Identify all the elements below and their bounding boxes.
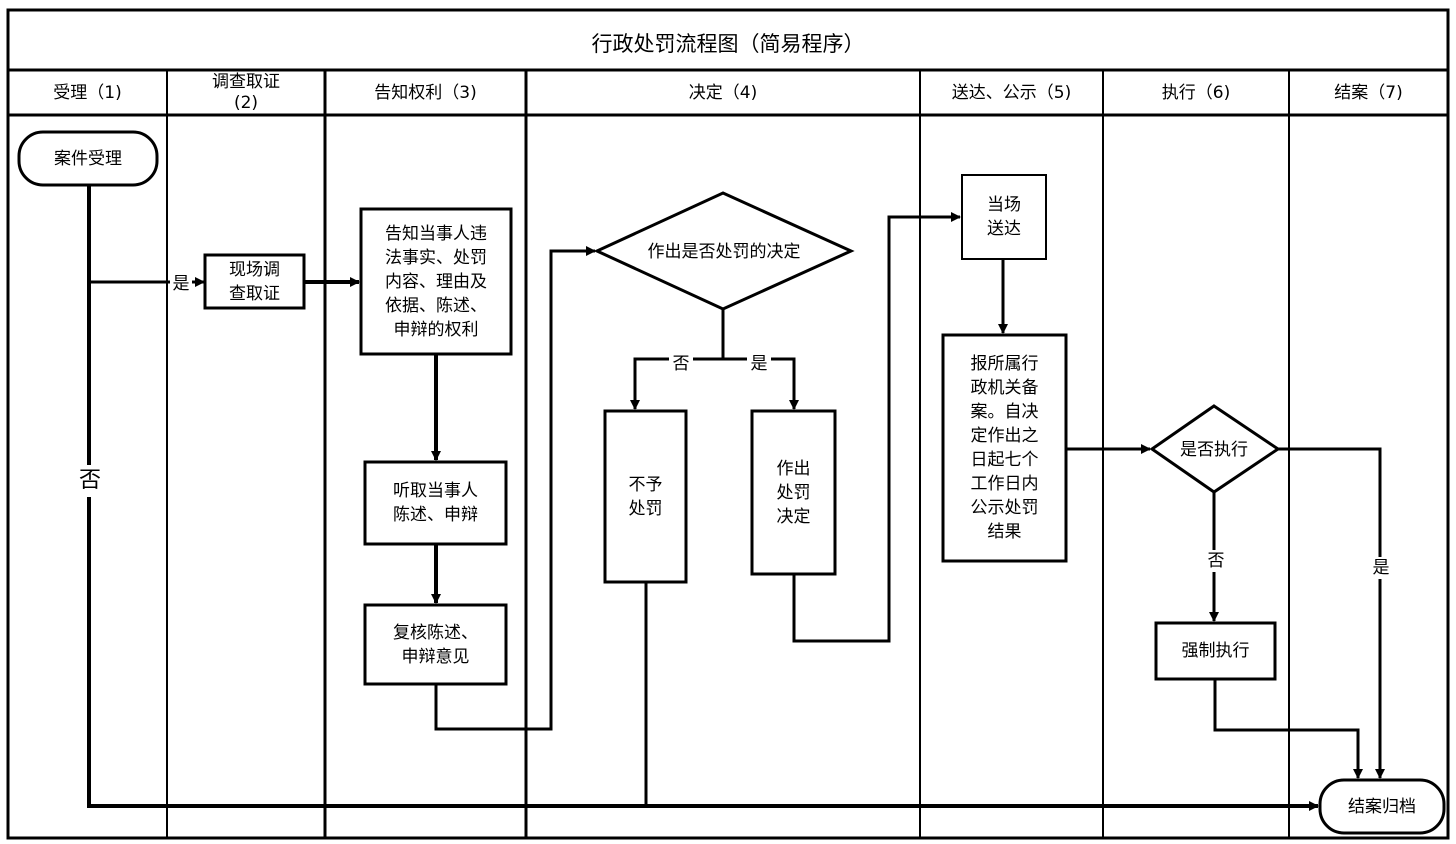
node-review[interactable]: 复核陈述、 申辩意见: [393, 622, 478, 667]
node-notify[interactable]: 告知当事人违 法事实、处罚 内容、理由及 依据、陈述、 申辩的权利: [385, 223, 487, 340]
edge-label-exec-no: 否: [1204, 550, 1228, 572]
edge-label-decide-yes: 是: [747, 354, 771, 374]
node-start[interactable]: 案件受理: [54, 148, 122, 169]
node-investigate[interactable]: 现场调 查取证: [229, 259, 280, 304]
edge-decide-no: [630, 357, 723, 410]
page-title: 行政处罚流程图（简易程序）: [591, 32, 865, 56]
lane-header-decide: 决定（4): [688, 83, 758, 103]
node-enforce[interactable]: 强制执行: [1181, 641, 1250, 661]
edge-label-start-yes: 是: [170, 274, 192, 294]
node-no-penalty[interactable]: 不予 处罚: [628, 474, 663, 519]
node-execute-q[interactable]: 是否执行: [1180, 440, 1248, 460]
lane-header-close: 结案（7): [1334, 83, 1403, 103]
edge-label-start-no: 否: [76, 465, 104, 497]
edge-label-decide-no: 否: [669, 354, 693, 374]
edge-start-down: [87, 185, 1319, 811]
node-archive[interactable]: 结案归档: [1348, 796, 1416, 817]
node-decide[interactable]: 作出是否处罚的决定: [647, 242, 801, 262]
node-penalty[interactable]: 作出 处罚 决定: [776, 458, 811, 527]
lane-header-investigate: 调查取证 (2): [212, 72, 280, 113]
edge-execute-yes: [1278, 447, 1385, 779]
node-report[interactable]: 报所属行 政机关备 案。自决 定作出之 日起七个 工作日内 公示处罚 结果: [970, 354, 1039, 542]
lane-header-notify: 告知权利（3): [374, 83, 477, 103]
edge-label-exec-yes: 是: [1369, 557, 1393, 579]
lane-header-accept: 受理（1): [53, 83, 122, 103]
node-archive-shape: [1318, 778, 1446, 835]
edge-penalty-deliver: [792, 212, 961, 643]
outer-frame: [6, 8, 1450, 840]
lane-header-deliver: 送达、公示（5): [951, 83, 1072, 103]
lane-header-execute: 执行（6): [1161, 83, 1231, 103]
edge-review-decide: [434, 246, 596, 731]
node-deliver[interactable]: 当场 送达: [987, 195, 1021, 239]
node-hear[interactable]: 听取当事人 陈述、申辩: [393, 481, 478, 525]
edge-enforce-archive: [1213, 679, 1363, 779]
edge-decide-yes: [723, 357, 799, 410]
